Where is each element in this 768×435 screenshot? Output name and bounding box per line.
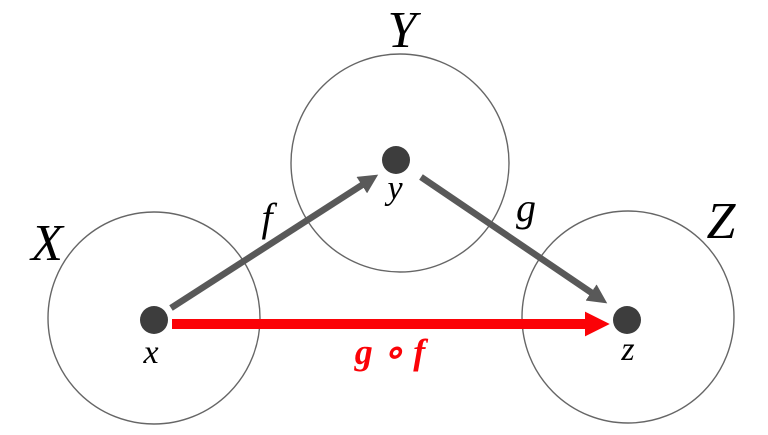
element-z-label: z <box>620 331 634 368</box>
composition-arrow-label: g ∘ f <box>354 332 429 372</box>
element-x-dot <box>140 306 168 334</box>
set-y-label: Y <box>388 2 422 59</box>
element-y-label: y <box>384 170 403 207</box>
arrow-f <box>169 174 379 311</box>
set-x-label: X <box>29 215 65 272</box>
set-y-circle <box>290 53 510 273</box>
arrow-g-label: g <box>516 185 536 230</box>
set-z-circle <box>521 210 735 424</box>
element-z-dot <box>613 306 641 334</box>
set-z-label: Z <box>707 193 737 250</box>
element-y-dot <box>382 146 410 174</box>
set-x-circle <box>47 211 261 425</box>
element-x-label: x <box>142 334 158 371</box>
arrow-g <box>419 174 608 304</box>
arrow-f-label: f <box>261 195 277 240</box>
